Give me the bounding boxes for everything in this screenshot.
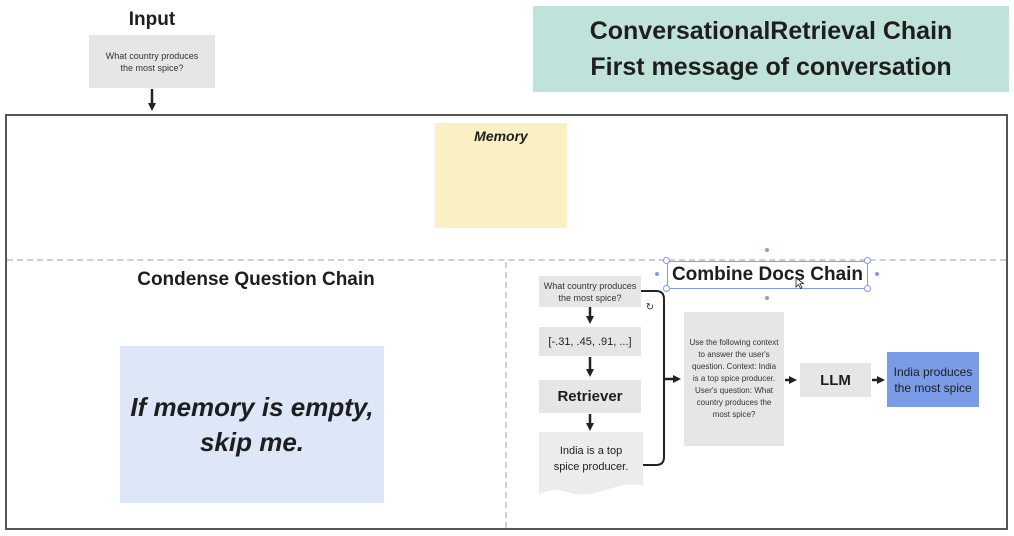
condense-note[interactable]: If memory is empty, skip me. (120, 346, 384, 503)
prompt-box[interactable]: Use the following context to answer the … (684, 312, 784, 446)
selection-handle[interactable] (864, 285, 871, 292)
retriever-box[interactable]: Retriever (539, 380, 641, 413)
selection-dot[interactable] (875, 272, 879, 276)
embedding-box[interactable]: [-.31, .45, .91, ...] (539, 327, 641, 356)
condense-note-line-2: skip me. (199, 426, 305, 457)
horizontal-divider (7, 259, 1006, 261)
llm-label: LLM (820, 371, 851, 389)
input-label: Input (128, 9, 176, 30)
llm-box[interactable]: LLM (800, 363, 871, 397)
memory-label: Memory (474, 128, 528, 144)
prompt-text: Use the following context to answer the … (689, 338, 779, 419)
embedding-text: [-.31, .45, .91, ...] (548, 335, 632, 348)
condense-note-line-1: If memory is empty, (130, 391, 374, 422)
vertical-divider (505, 262, 507, 528)
document-text: India is a top spice producer. (553, 445, 629, 473)
combine-title-text: Combine Docs Chain (671, 264, 864, 285)
input-question-box[interactable]: What country produces the most spice? (89, 35, 215, 88)
title-line-1: ConversationalRetrieval Chain (589, 17, 953, 45)
selection-dot[interactable] (765, 296, 769, 300)
selection-handle[interactable] (864, 257, 871, 264)
question-text: What country produces the most spice? (543, 280, 637, 303)
question-box[interactable]: What country produces the most spice? (539, 276, 641, 307)
answer-box[interactable]: India produces the most spice (887, 352, 979, 407)
answer-text: India produces the most spice (893, 364, 973, 395)
document-shape[interactable] (537, 432, 645, 500)
selection-dot[interactable] (765, 248, 769, 252)
refresh-icon[interactable]: ↻ (645, 301, 655, 313)
retriever-label: Retriever (557, 388, 623, 405)
document-text-wrap: India is a top spice producer. (546, 434, 636, 484)
chain-frame (5, 114, 1008, 530)
combine-title[interactable]: Combine Docs Chain (667, 261, 868, 289)
input-question-text: What country produces the most spice? (105, 50, 199, 73)
title-box: ConversationalRetrieval Chain First mess… (533, 6, 1009, 92)
selection-handle[interactable] (663, 285, 670, 292)
selection-dot[interactable] (655, 272, 659, 276)
memory-note[interactable]: Memory (435, 123, 567, 228)
condense-title: Condense Question Chain (137, 269, 375, 290)
selection-handle[interactable] (663, 257, 670, 264)
title-line-2: First message of conversation (590, 53, 952, 81)
